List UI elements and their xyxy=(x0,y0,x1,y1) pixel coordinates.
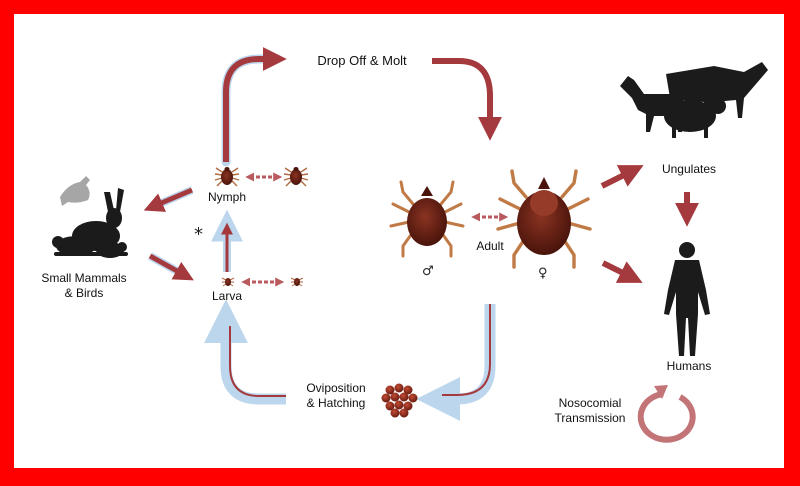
nosocomial-transmission-label: Nosocomial Transmission xyxy=(542,396,638,426)
small-mammals-line-1: Small Mammals xyxy=(41,271,127,285)
rabbit-rodent-silhouette-icon xyxy=(52,188,128,258)
arrow-adult-to-ungulates xyxy=(600,165,644,189)
small-mammals-birds-label: Small Mammals & Birds xyxy=(24,271,144,301)
arrow-adult-to-humans xyxy=(601,260,643,283)
male-symbol: ♂ xyxy=(422,264,434,279)
nosocomial-line-1: Nosocomial xyxy=(558,396,622,410)
female-symbol: ♀ xyxy=(538,266,548,281)
nosocomial-line-2: Transmission xyxy=(554,411,626,425)
arrow-adult-to-oviposition xyxy=(416,304,496,421)
female-adult-tick-icon xyxy=(496,169,592,269)
ungulates-silhouette-icon xyxy=(620,62,768,138)
asterisk-note: * xyxy=(194,224,203,245)
oviposition-line-2: & Hatching xyxy=(306,396,366,410)
larva-label: Larva xyxy=(211,289,243,303)
small-mammals-line-2: & Birds xyxy=(64,286,104,300)
humans-label: Humans xyxy=(666,359,712,373)
larva-tick-icon xyxy=(290,277,304,287)
egg-cluster-icon xyxy=(381,383,418,418)
arrow-small-mammals-to-larva xyxy=(148,252,194,281)
larva-tick-icon xyxy=(221,277,235,287)
nymph-label: Nymph xyxy=(207,190,246,204)
male-adult-tick-icon xyxy=(389,180,465,258)
diagram-graphics xyxy=(52,47,768,443)
arrow-nymph-to-molt xyxy=(221,47,287,167)
arrow-oviposition-to-larva xyxy=(204,299,286,405)
arrow-nymph-to-small-mammals xyxy=(143,186,194,212)
nosocomial-cycle-arrow xyxy=(637,385,696,443)
nymph-tick-icon xyxy=(214,167,240,187)
tick-life-cycle-diagram: Drop Off & Molt Nymph Larva Adult * ♂ ♀ … xyxy=(14,14,784,468)
human-silhouette-icon xyxy=(664,242,710,356)
arrow-molt-to-adult xyxy=(432,58,502,141)
adult-label: Adult xyxy=(476,239,504,253)
bird-silhouette-icon xyxy=(60,176,90,206)
drop-off-molt-label: Drop Off & Molt xyxy=(317,53,407,68)
oviposition-hatching-label: Oviposition & Hatching xyxy=(294,381,378,411)
ungulates-label: Ungulates xyxy=(661,162,717,176)
oviposition-line-1: Oviposition xyxy=(306,381,366,395)
nymph-tick-icon xyxy=(283,167,309,187)
